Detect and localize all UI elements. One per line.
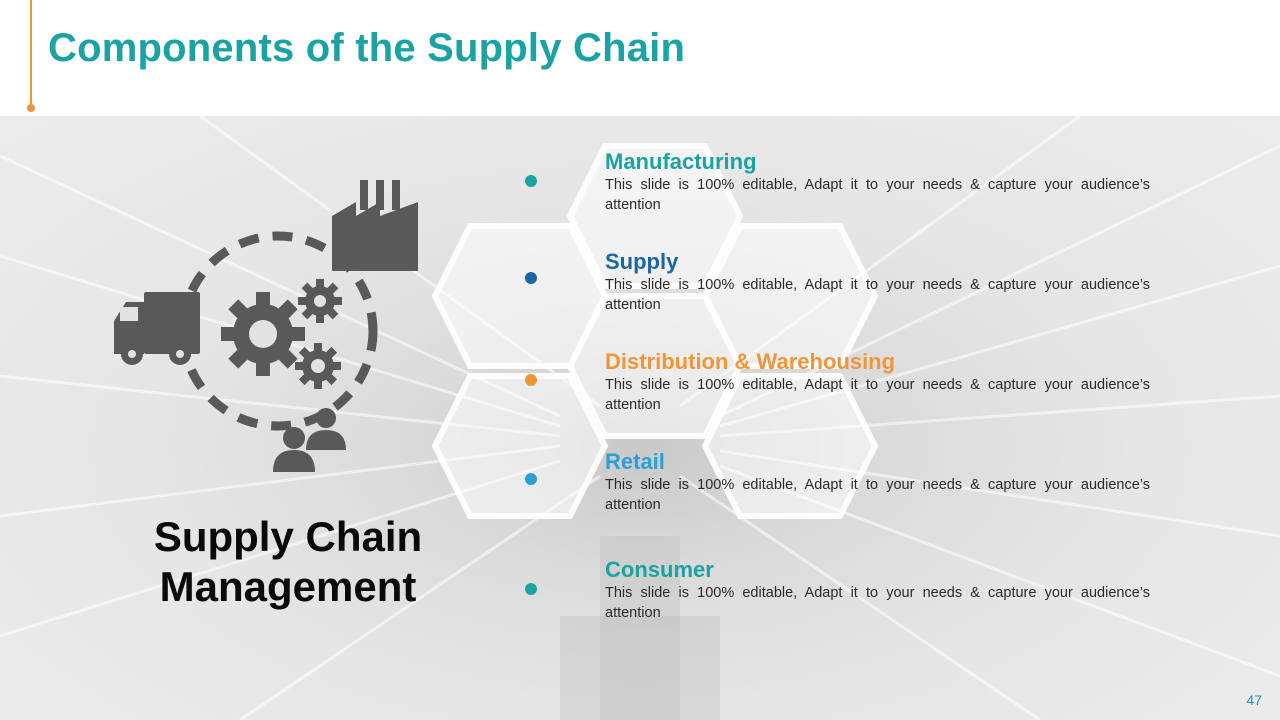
item-description: This slide is 100% editable, Adapt it to… <box>605 377 1150 413</box>
diagram-label: Supply Chain Management <box>153 513 423 610</box>
item-title: Retail <box>605 449 665 474</box>
header-accent-dot <box>27 104 35 112</box>
bullet-dot <box>525 272 537 284</box>
people-icon <box>273 408 346 472</box>
item-description: This slide is 100% editable, Adapt it to… <box>605 477 1150 513</box>
item-title: Manufacturing <box>605 149 757 174</box>
item-description: This slide is 100% editable, Adapt it to… <box>605 585 1150 621</box>
bullet-dot <box>525 473 537 485</box>
page-number: 47 <box>1246 692 1262 708</box>
dashed-circle-icon <box>178 231 378 431</box>
list-item: Manufacturing This slide is 100% editabl… <box>605 149 1165 215</box>
slide-header: Components of the Supply Chain <box>0 0 1280 116</box>
item-title: Supply <box>605 249 679 274</box>
factory-icon <box>332 180 418 271</box>
slide-body: Supply Chain Management Manufacturing Th… <box>0 116 1280 720</box>
list-item: Distribution & Warehousing This slide is… <box>605 349 1165 415</box>
supply-chain-illustration <box>114 180 418 472</box>
list-item: Retail This slide is 100% editable, Adap… <box>605 449 1165 515</box>
list-item: Consumer This slide is 100% editable, Ad… <box>605 557 1165 623</box>
bullet-dot <box>525 583 537 595</box>
bullet-dot <box>525 175 537 187</box>
item-title: Consumer <box>605 557 714 582</box>
truck-icon <box>114 292 200 365</box>
list-item: Supply This slide is 100% editable, Adap… <box>605 249 1165 315</box>
honeycomb-decoration <box>431 143 879 519</box>
gears-icon <box>221 279 342 389</box>
item-description: This slide is 100% editable, Adapt it to… <box>605 277 1150 313</box>
header-accent-line <box>30 0 32 106</box>
item-description: This slide is 100% editable, Adapt it to… <box>605 177 1150 213</box>
slide-title: Components of the Supply Chain <box>48 26 686 70</box>
bullet-dot <box>525 374 537 386</box>
item-title: Distribution & Warehousing <box>605 349 896 374</box>
